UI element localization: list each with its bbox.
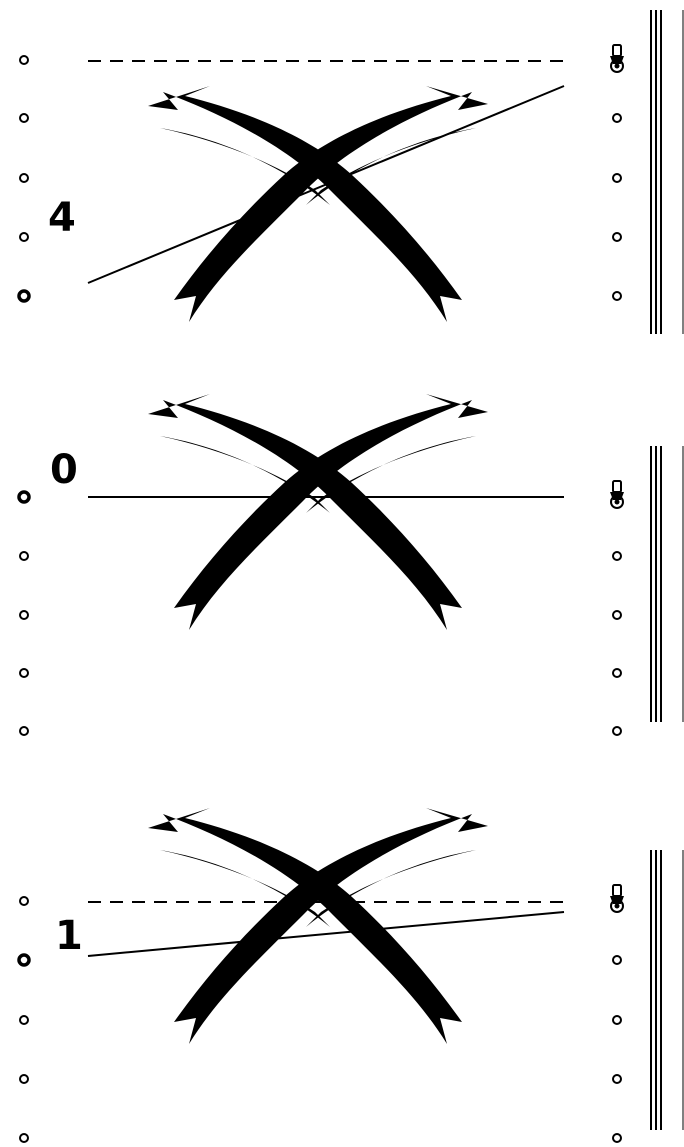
dot	[613, 114, 621, 122]
dot	[613, 552, 621, 560]
dot	[20, 233, 28, 241]
dot	[20, 1134, 28, 1142]
panel-1	[19, 10, 683, 334]
slanted-line	[88, 912, 564, 956]
left-dot-column	[19, 897, 29, 1142]
left-dot-column	[19, 56, 29, 301]
dot	[613, 669, 621, 677]
dot	[613, 956, 621, 964]
triple-rule	[651, 446, 683, 722]
marked-dot	[19, 955, 29, 965]
thumbtack-icon	[610, 885, 624, 912]
triple-rule	[651, 10, 683, 334]
dot	[613, 611, 621, 619]
dot	[613, 1075, 621, 1083]
dot	[20, 727, 28, 735]
dot	[20, 174, 28, 182]
dot	[20, 1016, 28, 1024]
crossed-brush-shape	[148, 86, 488, 322]
dot	[613, 1134, 621, 1142]
thumbtack-icon	[610, 481, 624, 508]
dot	[20, 552, 28, 560]
panel-3	[19, 808, 683, 1142]
dot	[613, 233, 621, 241]
marked-dot	[19, 492, 29, 502]
dot	[20, 669, 28, 677]
left-dot-column	[19, 492, 29, 735]
dot	[20, 1075, 28, 1083]
triple-rule	[651, 850, 683, 1130]
dot	[613, 292, 621, 300]
dot	[20, 56, 28, 64]
panel-2	[19, 394, 683, 735]
crossed-brush-shape	[148, 394, 488, 630]
dot	[20, 897, 28, 905]
thumbtack-icon	[610, 45, 624, 72]
dot	[613, 174, 621, 182]
right-dot-column	[613, 552, 621, 735]
dot	[20, 611, 28, 619]
dot	[20, 114, 28, 122]
right-dot-column	[613, 114, 621, 300]
dot	[613, 1016, 621, 1024]
marked-dot	[19, 291, 29, 301]
dot	[613, 727, 621, 735]
crossed-brush-shape	[148, 808, 488, 1044]
right-dot-column	[613, 956, 621, 1142]
